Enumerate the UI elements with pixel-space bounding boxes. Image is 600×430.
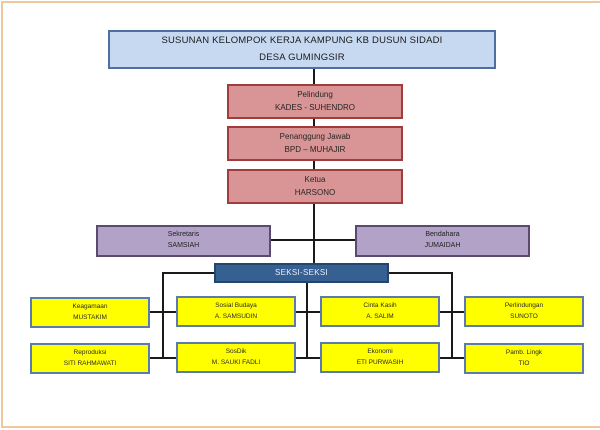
node-seksi-sosdik: SosDik M. SAUKI FADLI bbox=[176, 342, 296, 373]
node-seksi-sosial-budaya: Sosial Budaya A. SAMSUDIN bbox=[176, 296, 296, 327]
node-role: Reproduksi bbox=[73, 349, 107, 357]
chart-title-line1: SUSUNAN KELOMPOK KERJA KAMPUNG KB DUSUN … bbox=[161, 34, 443, 46]
node-role: SosDik bbox=[225, 348, 247, 356]
node-person: SAMSIAH bbox=[167, 242, 200, 249]
node-penanggung-jawab: Penanggung Jawab BPD – MUHAJIR bbox=[227, 126, 403, 161]
node-ketua: Ketua HARSONO bbox=[227, 169, 403, 204]
node-seksi-reproduksi: Reproduksi SITI RAHMAWATI bbox=[30, 343, 150, 374]
node-person: HARSONO bbox=[294, 187, 336, 197]
node-role: Sekretaris bbox=[167, 231, 200, 239]
node-person: A. SALIM bbox=[366, 312, 394, 320]
node-seksi-pamb-lingk: Pamb. Lingk TIO bbox=[464, 343, 584, 374]
node-person: M. SAUKI FADLI bbox=[211, 358, 261, 366]
node-seksi-cinta-kasih: Cinta Kasih A. SALIM bbox=[320, 296, 440, 327]
node-person: A. SAMSUDIN bbox=[214, 312, 258, 320]
node-role: Pamb. Lingk bbox=[505, 349, 543, 357]
chart-title-line2: DESA GUMINGSIR bbox=[259, 51, 345, 63]
node-role: Cinta Kasih bbox=[363, 302, 397, 310]
node-role: Sosial Budaya bbox=[215, 302, 257, 310]
node-person: JUMAIDAH bbox=[424, 242, 461, 249]
node-seksi-ekonomi: Ekonomi ETI PURWASIH bbox=[320, 342, 440, 373]
node-seksi-header: SEKSI-SEKSI bbox=[214, 263, 389, 283]
node-role: Penanggung Jawab bbox=[279, 132, 351, 142]
seksi-header-label: SEKSI-SEKSI bbox=[274, 267, 329, 277]
node-role: Keagamaan bbox=[72, 303, 108, 311]
node-role: Ekonomi bbox=[367, 348, 393, 356]
node-person: SITI RAHMAWATI bbox=[63, 359, 117, 367]
node-person: ETI PURWASIH bbox=[356, 358, 404, 366]
node-role: Ketua bbox=[304, 175, 326, 185]
chart-title-box: SUSUNAN KELOMPOK KERJA KAMPUNG KB DUSUN … bbox=[108, 30, 496, 69]
node-seksi-keagamaan: Keagamaan MUSTAKIM bbox=[30, 297, 150, 328]
node-role: Pelindung bbox=[297, 90, 333, 100]
node-sekretaris: Sekretaris SAMSIAH bbox=[96, 225, 271, 257]
node-role: Bendahara bbox=[425, 231, 460, 239]
node-person: BPD – MUHAJIR bbox=[284, 144, 346, 154]
node-seksi-perlindungan: Perlindungan SUNOTO bbox=[464, 296, 584, 327]
node-person: SUNOTO bbox=[510, 312, 538, 320]
node-person: KADES - SUHENDRO bbox=[274, 102, 355, 112]
node-role: Perlindungan bbox=[504, 302, 544, 310]
node-bendahara: Bendahara JUMAIDAH bbox=[355, 225, 530, 257]
node-person: TIO bbox=[518, 359, 530, 367]
node-person: MUSTAKIM bbox=[73, 313, 107, 321]
node-pelindung: Pelindung KADES - SUHENDRO bbox=[227, 84, 403, 119]
